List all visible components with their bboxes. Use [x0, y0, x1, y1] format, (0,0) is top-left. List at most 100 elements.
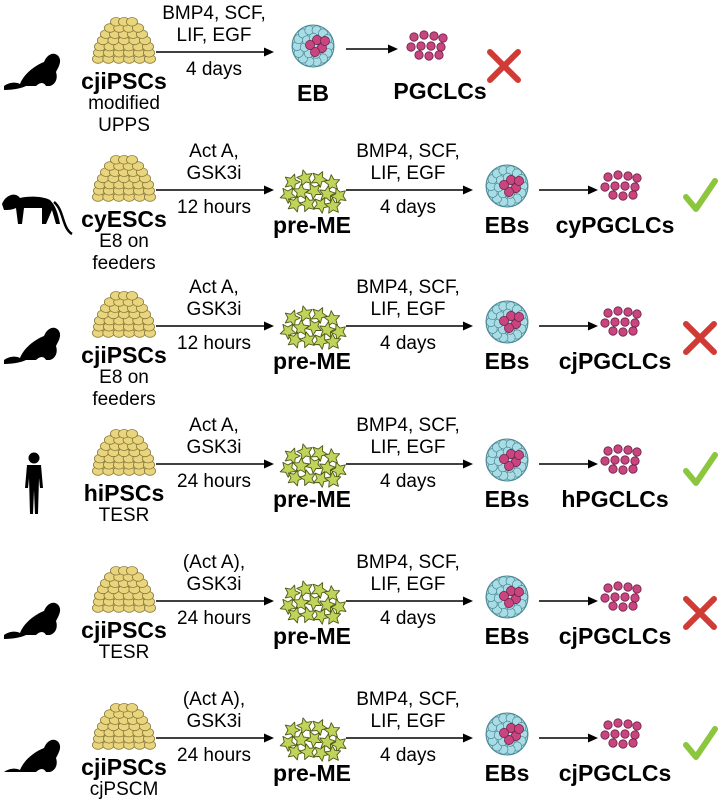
- step1-duration: 24 hours: [177, 608, 251, 629]
- cell-line-label: cjiPSCs: [81, 342, 167, 368]
- fail-cross-icon: [487, 49, 521, 83]
- eb-label: EBs: [484, 486, 530, 512]
- step1-condition: GSK3i: [186, 437, 242, 458]
- step2-duration: 4 days: [380, 471, 436, 492]
- pgclc-label: cjPGCLCs: [558, 623, 672, 649]
- step1-condition: LIF, EGF: [176, 25, 252, 46]
- success-check-icon: [683, 178, 718, 212]
- protocol-row: [25, 429, 718, 514]
- pgclc-label: cjPGCLCs: [558, 760, 672, 786]
- eb-label: EBs: [484, 760, 530, 786]
- step1-condition: BMP4, SCF,: [162, 3, 266, 24]
- protocol-row: [2, 155, 718, 236]
- step1-condition: GSK3i: [186, 299, 242, 320]
- embryoid-body: [485, 164, 529, 208]
- step1-condition: GSK3i: [186, 163, 242, 184]
- pre-me-cells: [279, 443, 347, 488]
- cell-line-label: cyESCs: [81, 206, 167, 232]
- marmoset-icon: [4, 327, 61, 364]
- step1-condition: GSK3i: [186, 711, 242, 732]
- pre-me-label: pre-ME: [273, 760, 351, 786]
- step2-condition: LIF, EGF: [370, 711, 446, 732]
- pre-me-label: pre-ME: [273, 486, 351, 512]
- pre-me-label: pre-ME: [273, 212, 351, 238]
- eb-label: EB: [297, 80, 329, 106]
- step1-condition: Act A,: [189, 277, 239, 298]
- pgclc-cluster: [600, 581, 642, 612]
- embryoid-body: [485, 712, 529, 756]
- protocol-row: [4, 703, 718, 772]
- step2-condition: LIF, EGF: [370, 574, 446, 595]
- step1-duration: 4 days: [186, 59, 242, 80]
- human-icon: [25, 452, 43, 514]
- pre-me-label: pre-ME: [273, 623, 351, 649]
- eb-label: EBs: [484, 348, 530, 374]
- step2-condition: LIF, EGF: [370, 163, 446, 184]
- pre-me-cells: [279, 580, 347, 625]
- pgclc-cluster: [406, 30, 448, 61]
- culture-medium-label: feeders: [92, 389, 156, 410]
- step1-duration: 24 hours: [177, 745, 251, 766]
- protocol-row: [4, 291, 717, 364]
- pluripotent-colony: [92, 703, 156, 750]
- marmoset-icon: [4, 739, 61, 772]
- culture-medium-label: modified: [88, 93, 160, 114]
- step1-duration: 12 hours: [177, 197, 251, 218]
- embryoid-body: [485, 438, 529, 482]
- embryoid-body: [291, 24, 335, 68]
- pgclc-cluster: [600, 306, 642, 337]
- culture-medium-label: TESR: [98, 642, 150, 663]
- pgclc-label: cjPGCLCs: [558, 348, 672, 374]
- culture-medium-label: TESR: [98, 505, 150, 526]
- protocol-row: [4, 566, 717, 639]
- cell-line-label: cjiPSCs: [81, 617, 167, 643]
- pgclc-label: cyPGCLCs: [555, 212, 675, 238]
- step2-condition: BMP4, SCF,: [356, 277, 460, 298]
- pgclc-label: PGCLCs: [393, 78, 487, 104]
- culture-medium-label: E8 on: [99, 367, 149, 388]
- pluripotent-colony: [92, 155, 156, 202]
- culture-medium-label: E8 on: [99, 231, 149, 252]
- step1-condition: Act A,: [189, 141, 239, 162]
- step2-condition: BMP4, SCF,: [356, 141, 460, 162]
- pgclc-cluster: [600, 444, 642, 475]
- pluripotent-colony: [92, 429, 156, 476]
- step2-condition: LIF, EGF: [370, 437, 446, 458]
- embryoid-body: [485, 575, 529, 619]
- step1-duration: 24 hours: [177, 471, 251, 492]
- culture-medium-label: cjPSCM: [89, 779, 159, 800]
- success-check-icon: [683, 452, 718, 486]
- marmoset-icon: [4, 602, 61, 639]
- step2-duration: 4 days: [380, 197, 436, 218]
- step1-condition: GSK3i: [186, 574, 242, 595]
- marmoset-icon: [4, 53, 61, 90]
- step2-condition: LIF, EGF: [370, 299, 446, 320]
- cynomolgus-monkey-icon: [2, 194, 73, 236]
- success-check-icon: [683, 726, 718, 760]
- eb-label: EBs: [484, 623, 530, 649]
- pluripotent-colony: [92, 291, 156, 338]
- diagram-graphics: [2, 17, 718, 772]
- step2-condition: BMP4, SCF,: [356, 415, 460, 436]
- step1-condition: Act A,: [189, 415, 239, 436]
- step1-duration: 12 hours: [177, 333, 251, 354]
- pre-me-label: pre-ME: [273, 348, 351, 374]
- culture-medium-label: feeders: [92, 253, 156, 274]
- embryoid-body: [485, 300, 529, 344]
- step2-condition: BMP4, SCF,: [356, 689, 460, 710]
- pgclc-label: hPGCLCs: [561, 486, 669, 512]
- pre-me-cells: [279, 717, 347, 762]
- culture-medium-label: UPPS: [98, 115, 150, 136]
- cell-line-label: hiPSCs: [83, 480, 165, 506]
- cell-line-label: cjiPSCs: [81, 754, 167, 780]
- step2-duration: 4 days: [380, 608, 436, 629]
- step2-condition: BMP4, SCF,: [356, 552, 460, 573]
- pluripotent-colony: [92, 566, 156, 613]
- pre-me-cells: [279, 305, 347, 350]
- pre-me-cells: [279, 169, 347, 214]
- pluripotent-colony: [92, 17, 156, 64]
- step1-condition: (Act A),: [182, 689, 246, 710]
- protocol-row: [4, 17, 521, 90]
- cell-line-label: cjiPSCs: [81, 68, 167, 94]
